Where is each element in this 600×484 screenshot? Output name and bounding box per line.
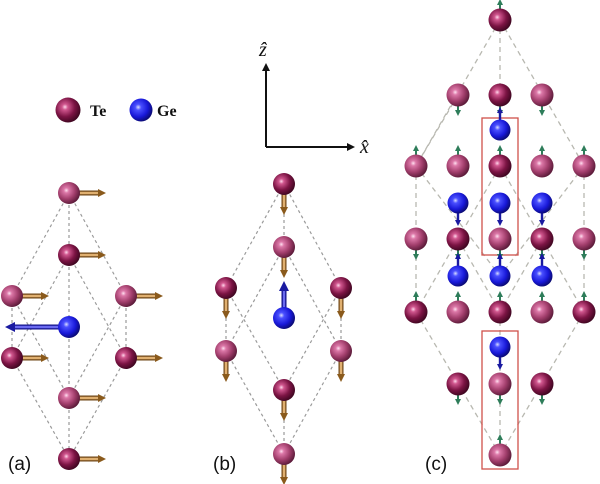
bond-line	[283, 287, 342, 391]
legend: Te Ge	[55, 97, 177, 123]
ge-atom	[489, 192, 511, 214]
bond-line	[283, 246, 342, 352]
te-atom	[446, 372, 470, 396]
ge-atom	[447, 265, 469, 287]
te-atom	[404, 154, 428, 178]
z-axis-label: ẑ	[258, 39, 267, 61]
te-atom	[115, 347, 137, 369]
panel-a-label: (a)	[8, 454, 31, 475]
te-atom	[215, 340, 237, 362]
bond-line	[11, 192, 70, 297]
te-atom	[446, 300, 470, 324]
ge-atom	[489, 265, 511, 287]
te-atom	[530, 372, 554, 396]
bond-line	[11, 357, 70, 460]
bond-line	[68, 192, 127, 297]
te-atom	[488, 83, 512, 107]
panel-c-label: (c)	[425, 454, 447, 475]
te-atom	[530, 300, 554, 324]
bond-line	[283, 183, 342, 289]
ge-atom	[531, 192, 553, 214]
legend-ge-label: Ge	[157, 103, 177, 120]
te-atom	[330, 277, 352, 299]
ge-atom	[531, 265, 553, 287]
ge-atom	[58, 316, 80, 338]
te-atom	[446, 83, 470, 107]
te-atom	[572, 227, 596, 251]
bond-line	[225, 183, 285, 289]
te-atom	[273, 443, 295, 465]
te-atom	[1, 347, 23, 369]
te-atom	[58, 387, 80, 409]
bond-line	[225, 246, 285, 352]
te-atom	[215, 277, 237, 299]
x-axis-label: x̂	[359, 136, 369, 158]
te-atom	[530, 154, 554, 178]
te-atom	[58, 182, 80, 204]
te-atom	[115, 285, 137, 307]
legend-te-atom-icon	[55, 97, 81, 123]
bond-line	[68, 357, 127, 460]
legend-ge-atom-icon	[129, 98, 153, 122]
bond-line	[11, 295, 70, 399]
te-atom	[488, 227, 512, 251]
te-atom	[572, 300, 596, 324]
bond-line	[225, 287, 285, 391]
te-atom	[530, 227, 554, 251]
te-atom	[488, 443, 512, 467]
bond-line	[283, 350, 342, 455]
te-atom	[404, 227, 428, 251]
panel-c	[404, 0, 596, 470]
panel-a	[1, 182, 163, 470]
te-atom	[488, 300, 512, 324]
panel-b	[215, 173, 352, 484]
te-atom	[273, 379, 295, 401]
te-atom	[530, 83, 554, 107]
te-atom	[446, 227, 470, 251]
ge-atom	[489, 119, 511, 141]
panel-b-label: (b)	[213, 454, 236, 475]
te-atom	[1, 285, 23, 307]
te-atom	[404, 300, 428, 324]
te-atom	[488, 8, 512, 32]
bond-line	[11, 254, 70, 359]
te-atom	[330, 340, 352, 362]
te-atom	[572, 154, 596, 178]
te-atom	[58, 244, 80, 266]
legend-te-label: Te	[90, 103, 106, 120]
te-atom	[273, 236, 295, 258]
axis-indicator: ẑ x̂	[258, 39, 369, 158]
te-atom	[488, 154, 512, 178]
te-atom	[273, 173, 295, 195]
bond-line	[68, 254, 127, 359]
ge-atom	[489, 336, 511, 358]
ge-atom	[273, 307, 295, 329]
ge-atom	[447, 192, 469, 214]
bond-line	[68, 295, 127, 399]
te-atom	[58, 448, 80, 470]
highlight-box	[481, 330, 519, 470]
te-atom	[446, 154, 470, 178]
bond-line	[225, 350, 285, 455]
te-atom	[488, 372, 512, 396]
bond-line	[415, 94, 459, 167]
